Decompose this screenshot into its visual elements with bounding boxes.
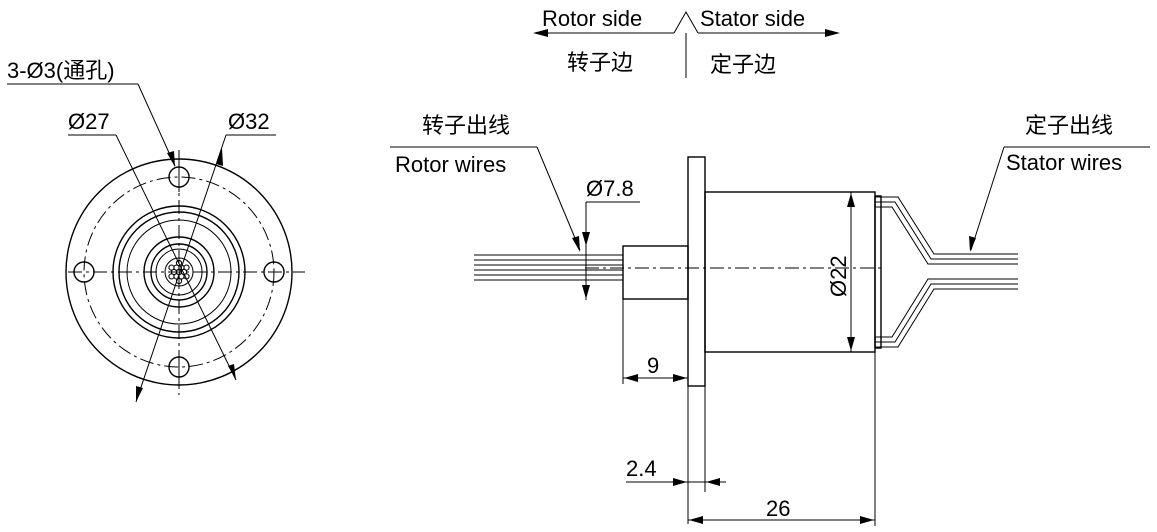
shaft-dia-label: Ø7.8 bbox=[586, 176, 634, 201]
dim-9-arrow-left bbox=[624, 374, 638, 382]
body-dia-arrow-bottom bbox=[847, 337, 855, 351]
inner-dia-dimline bbox=[115, 134, 237, 381]
shaft-bore-circle bbox=[155, 248, 203, 296]
stator-wires-leader-arrowhead bbox=[969, 236, 976, 252]
outer-dia-dimline bbox=[135, 134, 227, 403]
outer-dia-label: Ø32 bbox=[228, 109, 270, 134]
stator-wires-label: Stator wires bbox=[1006, 150, 1122, 175]
rotor-wires-leader bbox=[536, 146, 581, 251]
stator-wires-cn-label: 定子出线 bbox=[1025, 114, 1113, 139]
dim-26-label: 26 bbox=[766, 496, 790, 521]
holes-label: 3-Ø3(通孔) bbox=[7, 58, 115, 83]
side-divider-peak bbox=[673, 10, 699, 34]
stator-side-cn-label: 定子边 bbox=[710, 53, 776, 78]
shaft-outer-circle bbox=[143, 236, 215, 308]
dim-2-4-arrow-left bbox=[673, 478, 687, 486]
stator-wire-bundle bbox=[875, 196, 1018, 348]
rotor-wire-bundle bbox=[474, 254, 623, 281]
rotor-wires-label: Rotor wires bbox=[395, 152, 506, 177]
bolt-pitch-circle bbox=[83, 176, 275, 368]
rotor-side-label: Rotor side bbox=[542, 6, 642, 31]
front-view: 3-Ø3(通孔) Ø27 Ø32 bbox=[7, 58, 305, 403]
inner-dia-label: Ø27 bbox=[68, 109, 110, 134]
mount-hole-left bbox=[73, 261, 95, 283]
shaft-dia-arrow-top bbox=[582, 232, 590, 246]
dim-9-label: 9 bbox=[647, 353, 659, 378]
stator-side-arrowhead bbox=[825, 29, 840, 37]
mount-hole-right bbox=[263, 261, 285, 283]
rotor-side-cn-label: 转子边 bbox=[567, 51, 633, 76]
shaft-body bbox=[622, 245, 689, 300]
shaft-dia-arrow-bottom bbox=[582, 285, 590, 299]
body-dia-arrow-top bbox=[847, 193, 855, 207]
rotor-side-arrowhead bbox=[533, 29, 548, 37]
body-outer-circle bbox=[112, 205, 246, 339]
body-inner-circle bbox=[118, 211, 240, 333]
dim-9-arrow-right bbox=[673, 374, 687, 382]
flange-outer-circle bbox=[65, 158, 293, 386]
wire-ends bbox=[168, 259, 190, 285]
holes-leader-arrowhead bbox=[167, 151, 175, 167]
dim-26-arrow-right bbox=[860, 516, 874, 524]
outer-dia-arrowhead-top bbox=[216, 148, 223, 166]
rotor-wires-leader-arrowhead bbox=[572, 236, 580, 252]
rotor-wires-cn-label: 转子出线 bbox=[422, 114, 510, 139]
body-step-circle bbox=[126, 219, 232, 325]
dim-2-4-arrow-right bbox=[706, 478, 720, 486]
outer-dia-arrowhead-bottom bbox=[136, 386, 143, 402]
side-view: Ø7.8 转子出线 Rotor wires 定子出线 Stator wires … bbox=[390, 114, 1150, 526]
dim-26-arrow-left bbox=[689, 516, 703, 524]
holes-leader bbox=[137, 83, 176, 167]
stator-side-label: Stator side bbox=[700, 6, 805, 31]
dim-2-4-label: 2.4 bbox=[626, 456, 657, 481]
flange-plate bbox=[687, 156, 706, 387]
stator-exit-block bbox=[874, 195, 882, 349]
wire-bundle-outline bbox=[164, 257, 194, 287]
side-direction-header: Rotor side Stator side 转子边 定子边 bbox=[533, 6, 840, 78]
inner-dia-arrowhead bbox=[228, 364, 236, 380]
shaft-step-circle bbox=[150, 243, 208, 301]
body-dia-label: Ø22 bbox=[826, 255, 851, 297]
stator-wires-leader bbox=[970, 146, 1005, 251]
